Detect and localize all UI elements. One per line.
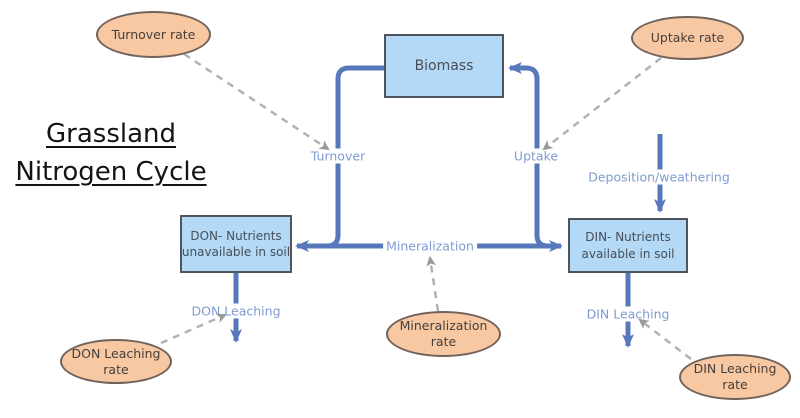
diagram-title: Grassland Nitrogen Cycle (0, 116, 222, 191)
mineralization-rate-ellipse: Mineralization rate (386, 311, 501, 357)
mineralization-rate-dashed-arrow (426, 256, 440, 312)
uptake-rate-ellipse: Uptake rate (631, 16, 744, 60)
uptake-flow-label: Uptake (510, 148, 562, 164)
don-nutrients-box: DON- Nutrients unavailable in soil (180, 215, 292, 273)
din-leaching-rate-ellipse: DIN Leaching rate (679, 354, 791, 400)
don-box-line2: unavailable in soil (181, 245, 291, 259)
din-leaching-flow-label: DIN Leaching (583, 306, 673, 322)
din-nutrients-box: DIN- Nutrients available in soil (568, 218, 688, 273)
din-leaching-rate-line1: DIN Leaching (693, 361, 777, 377)
turnover-flow-label: Turnover (307, 148, 369, 164)
din-box-line1: DIN- Nutrients (585, 230, 671, 245)
din-box-line2: available in soil (581, 246, 675, 261)
mineralization-rate-line1: Mineralization (399, 318, 488, 334)
biomass-box-label: Biomass (414, 57, 474, 74)
mineralization-flow-label: Mineralization (383, 238, 477, 254)
deposition-weathering-label: Deposition/weathering (585, 169, 733, 185)
diagram-title-line2: Nitrogen Cycle (15, 156, 207, 187)
don-leaching-rate-line1: DON Leaching (71, 345, 161, 361)
turnover-rate-ellipse: Turnover rate (96, 11, 211, 58)
don-leaching-rate-dashed-arrow (160, 313, 227, 345)
don-box-line1: DON- Nutrients (190, 228, 282, 243)
uptake-rate-label: Uptake rate (650, 30, 725, 46)
don-leaching-rate-line2: rate (103, 361, 129, 377)
don-leaching-rate-ellipse: DON Leaching rate (60, 339, 172, 384)
din-leaching-rate-dashed-arrow (638, 318, 692, 360)
mineralization-rate-line2: rate (430, 334, 457, 349)
diagram-title-line1: Grassland (46, 119, 176, 149)
don-leaching-flow-label: DON Leaching (188, 303, 284, 319)
turnover-rate-label: Turnover rate (111, 26, 196, 42)
uptake-rate-dashed-arrow (542, 57, 662, 151)
din-leaching-rate-line2: rate (722, 377, 748, 392)
biomass-box: Biomass (384, 34, 504, 98)
